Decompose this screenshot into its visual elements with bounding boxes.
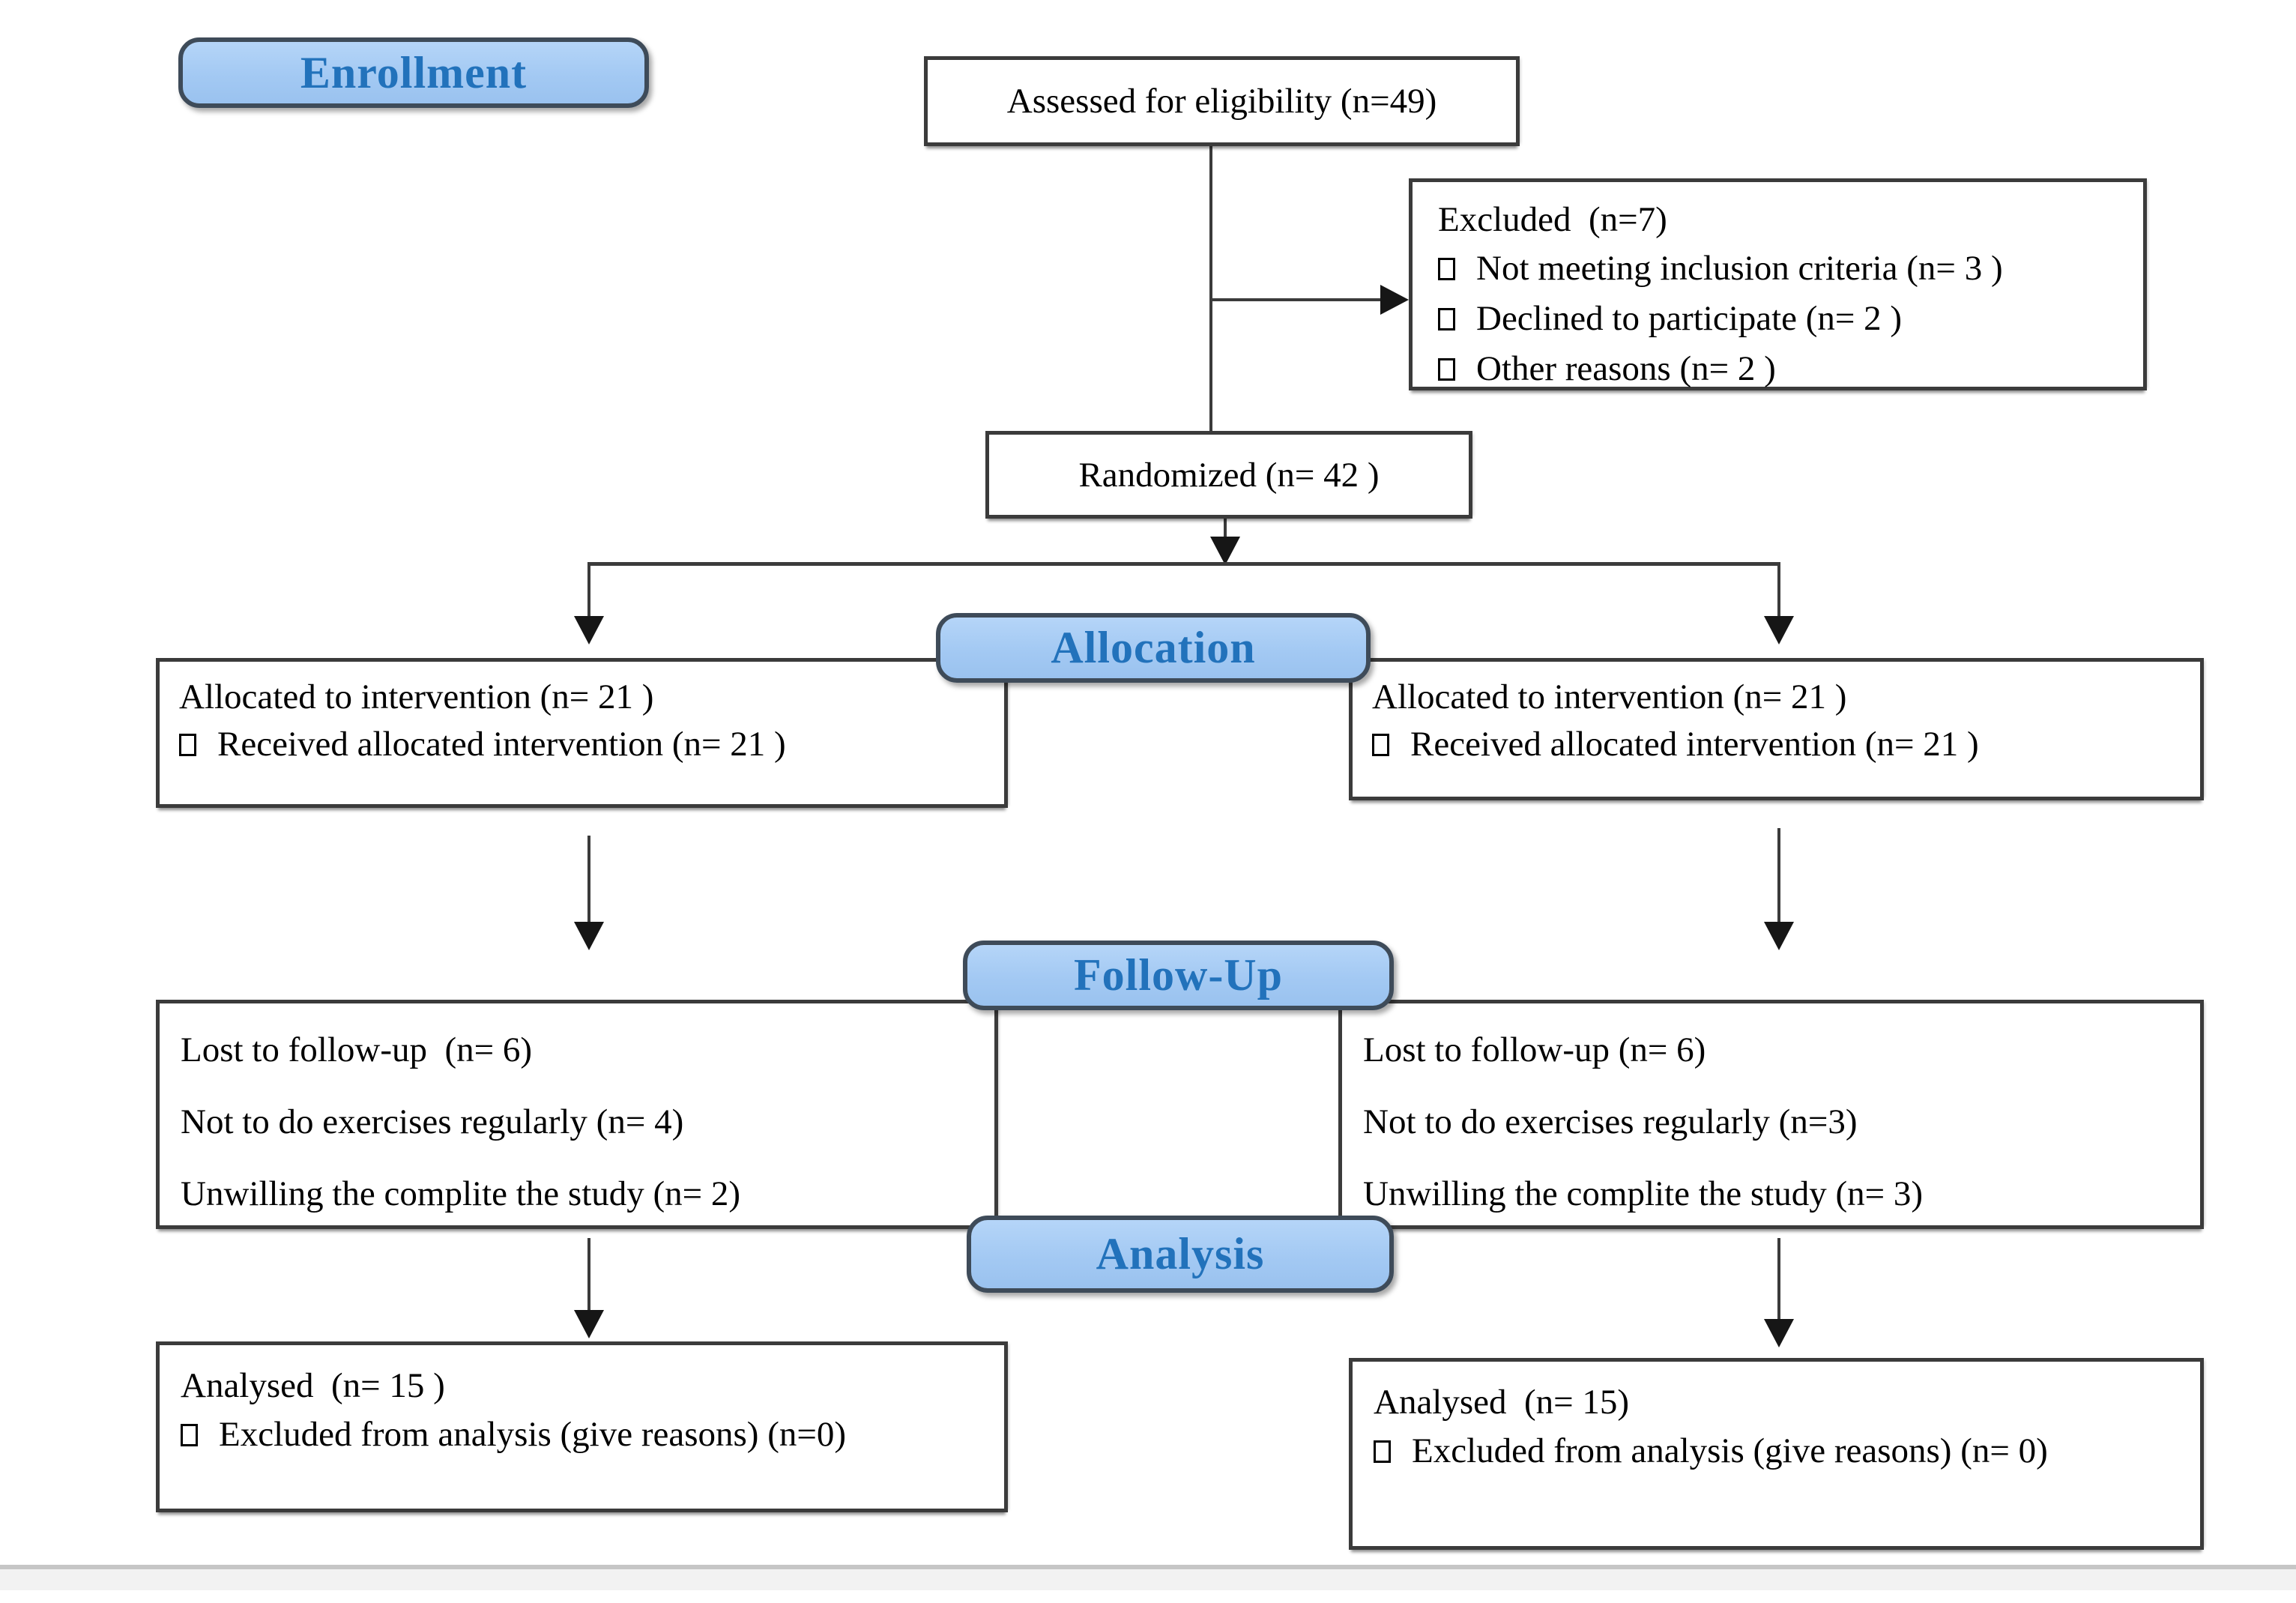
assessed-text: Assessed for eligibility (n=49) bbox=[1006, 82, 1437, 121]
excluded-item-text: Declined to participate (n= 2 ) bbox=[1476, 299, 1903, 338]
analysis-left-line2-text: Excluded from analysis (give reasons) (n… bbox=[219, 1415, 847, 1454]
stage-badge-analysis: Analysis bbox=[967, 1216, 1394, 1293]
allocation-right-line1: Allocated to intervention (n= 21 ) bbox=[1372, 677, 1847, 716]
square-bullet-icon bbox=[179, 734, 196, 756]
square-bullet-icon bbox=[1438, 358, 1455, 381]
arrowhead-followup-right-icon bbox=[1764, 922, 1794, 950]
arrowhead-branch-icon bbox=[1210, 537, 1240, 565]
stage-badge-enrollment: Enrollment bbox=[178, 37, 649, 108]
excluded-title: Excluded (n=7) bbox=[1438, 200, 1667, 239]
line-branch-left-drop bbox=[587, 562, 590, 621]
followup-left-line: Lost to follow-up (n= 6) bbox=[181, 1030, 533, 1069]
arrowhead-followup-left-icon bbox=[574, 922, 604, 950]
box-randomized: Randomized (n= 42 ) bbox=[985, 431, 1472, 519]
followup-right-line: Lost to follow-up (n= 6) bbox=[1363, 1030, 1706, 1069]
bottom-divider-line bbox=[0, 1565, 2296, 1569]
stage-badge-followup: Follow-Up bbox=[963, 941, 1394, 1010]
line-to-excluded bbox=[1211, 298, 1382, 301]
arrowhead-excluded-icon bbox=[1380, 285, 1409, 315]
analysis-left-line2: Excluded from analysis (give reasons) (n… bbox=[181, 1410, 989, 1459]
square-bullet-icon bbox=[1438, 308, 1455, 330]
line-branch-horizontal bbox=[587, 562, 1780, 566]
followup-left-line: Unwilling the complite the study (n= 2) bbox=[181, 1174, 741, 1213]
bottom-divider-band bbox=[0, 1569, 2296, 1590]
box-analysis-left: Analysed (n= 15 ) Excluded from analysis… bbox=[156, 1341, 1008, 1512]
line-randomized-drop bbox=[1224, 517, 1227, 541]
line-followup-right-to-analysis bbox=[1777, 1238, 1780, 1322]
allocation-right-line2-text: Received allocated intervention (n= 21 ) bbox=[1410, 725, 1979, 764]
analysis-left-line1: Analysed (n= 15 ) bbox=[181, 1366, 445, 1405]
box-followup-right: Lost to follow-up (n= 6) Not to do exerc… bbox=[1338, 1000, 2204, 1229]
box-followup-left: Lost to follow-up (n= 6) Not to do exerc… bbox=[156, 1000, 998, 1229]
arrowhead-allocation-left-icon bbox=[574, 616, 604, 644]
line-followup-left-to-analysis bbox=[587, 1238, 590, 1313]
square-bullet-icon bbox=[1374, 1440, 1391, 1463]
followup-left-line: Not to do exercises regularly (n= 4) bbox=[181, 1102, 684, 1141]
excluded-item-text: Not meeting inclusion criteria (n= 3 ) bbox=[1476, 249, 2003, 288]
line-allocation-right-to-followup bbox=[1777, 828, 1780, 926]
box-assessed-eligibility: Assessed for eligibility (n=49) bbox=[924, 56, 1520, 146]
line-allocation-left-to-followup bbox=[587, 836, 590, 926]
excluded-item: Other reasons (n= 2 ) bbox=[1438, 344, 2128, 394]
randomized-text: Randomized (n= 42 ) bbox=[1078, 455, 1380, 495]
box-allocation-right: Allocated to intervention (n= 21 ) Recei… bbox=[1349, 658, 2204, 800]
excluded-item-text: Other reasons (n= 2 ) bbox=[1476, 349, 1776, 388]
allocation-right-line2: Received allocated intervention (n= 21 ) bbox=[1372, 721, 2185, 768]
allocation-left-line1: Allocated to intervention (n= 21 ) bbox=[179, 677, 654, 716]
line-assessed-to-randomized bbox=[1209, 146, 1212, 432]
allocation-left-line2-text: Received allocated intervention (n= 21 ) bbox=[217, 725, 786, 764]
excluded-item: Not meeting inclusion criteria (n= 3 ) bbox=[1438, 244, 2128, 294]
box-allocation-left: Allocated to intervention (n= 21 ) Recei… bbox=[156, 658, 1008, 808]
line-branch-right-drop bbox=[1777, 562, 1780, 621]
followup-right-line: Not to do exercises regularly (n=3) bbox=[1363, 1102, 1858, 1141]
square-bullet-icon bbox=[1438, 258, 1455, 280]
arrowhead-allocation-right-icon bbox=[1764, 616, 1794, 644]
allocation-left-line2: Received allocated intervention (n= 21 ) bbox=[179, 721, 989, 768]
analysis-right-line2: Excluded from analysis (give reasons) (n… bbox=[1374, 1427, 2185, 1476]
box-analysis-right: Analysed (n= 15) Excluded from analysis … bbox=[1349, 1358, 2204, 1550]
analysis-right-line2-text: Excluded from analysis (give reasons) (n… bbox=[1412, 1431, 2048, 1470]
box-excluded: Excluded (n=7) Not meeting inclusion cri… bbox=[1409, 178, 2147, 390]
arrowhead-analysis-left-icon bbox=[574, 1310, 604, 1338]
square-bullet-icon bbox=[1372, 734, 1389, 756]
followup-right-line: Unwilling the complite the study (n= 3) bbox=[1363, 1174, 1924, 1213]
square-bullet-icon bbox=[181, 1424, 198, 1446]
arrowhead-analysis-right-icon bbox=[1764, 1319, 1794, 1347]
stage-badge-allocation: Allocation bbox=[936, 613, 1371, 683]
analysis-right-line1: Analysed (n= 15) bbox=[1374, 1383, 1630, 1422]
excluded-item: Declined to participate (n= 2 ) bbox=[1438, 294, 2128, 344]
